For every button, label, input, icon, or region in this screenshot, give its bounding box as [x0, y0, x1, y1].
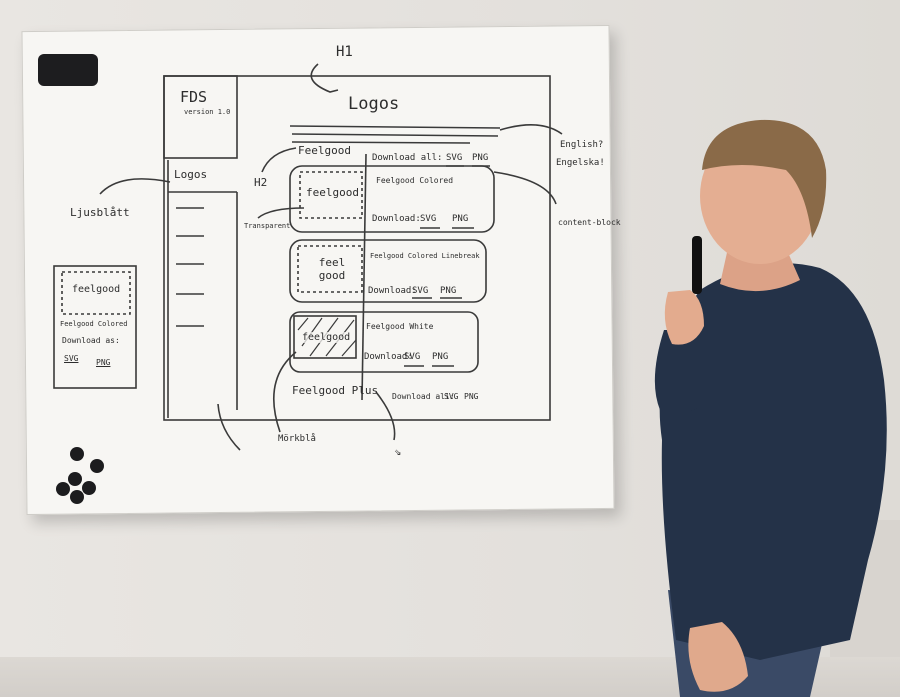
- sample-card-logo: feelgood: [72, 284, 121, 295]
- row-png: PNG: [432, 352, 449, 362]
- magnet: [68, 472, 82, 486]
- row-download: Download:: [368, 286, 417, 296]
- plus-png: PNG: [464, 392, 479, 401]
- sidebar-nav-label: Logos: [174, 168, 208, 181]
- ljusblatt-note: Ljusblått: [70, 206, 130, 219]
- sidebar-version: version 1.0: [184, 108, 231, 116]
- plus-download: Download all:: [392, 392, 455, 401]
- row-name: Feelgood White: [366, 322, 434, 331]
- sidebar-nav-column: [167, 160, 238, 418]
- sample-card-box: [53, 265, 137, 389]
- row-3-box: [289, 311, 479, 373]
- plus-svg: SVG: [444, 392, 459, 401]
- sample-card-name: Feelgood Colored: [60, 320, 128, 328]
- h2-annotation: H2: [254, 176, 268, 189]
- sample-card-download: Download as:: [62, 336, 120, 345]
- whiteboard-eraser: [38, 54, 98, 86]
- magnet: [82, 481, 96, 495]
- section-heading: Feelgood: [298, 144, 351, 157]
- row-logo-text: feelgood: [306, 186, 359, 199]
- row-2-box: [289, 239, 487, 303]
- sample-card-svg: SVG: [64, 354, 79, 363]
- person-hair: [702, 119, 827, 238]
- row-name: Feelgood Colored: [376, 176, 454, 185]
- english-note: English?: [560, 140, 604, 150]
- download-all-label: Download all:: [372, 153, 443, 163]
- row-logo-text: feelgood: [302, 332, 351, 343]
- morkbla-note: Mörkblå: [278, 434, 316, 444]
- row-name: Feelgood Colored Linebreak: [370, 252, 480, 260]
- content-block-note: content-block: [558, 218, 621, 227]
- row-png: PNG: [440, 286, 457, 296]
- row-svg: SVG: [412, 286, 429, 296]
- magnet: [70, 447, 84, 461]
- plus-heading: Feelgood Plus: [292, 384, 379, 397]
- row-download: Download:: [372, 214, 421, 224]
- h1-annotation: H1: [336, 44, 353, 60]
- page-title: Logos: [348, 94, 400, 114]
- row-logo-text: feel good: [318, 256, 346, 282]
- person-sweater: [659, 263, 887, 660]
- row-png: PNG: [452, 214, 469, 224]
- sidebar-title: FDS: [180, 88, 208, 106]
- magnet: [56, 482, 70, 496]
- person-hand: [688, 622, 748, 692]
- english-note: Engelska!: [556, 158, 605, 168]
- row-1-box: [289, 165, 495, 233]
- row-svg: SVG: [420, 214, 437, 224]
- download-all-svg: SVG: [446, 153, 463, 163]
- sample-card-png: PNG: [96, 358, 111, 367]
- magnet: [70, 490, 84, 504]
- transparent-note: Transparent: [244, 222, 291, 230]
- arrow-note: ⇘: [394, 444, 402, 458]
- pen: [692, 236, 702, 294]
- magnet: [90, 459, 104, 473]
- sidebar-header-box: [163, 75, 238, 159]
- page-frame: [163, 75, 551, 421]
- download-all-png: PNG: [472, 153, 489, 163]
- row-download: Download:: [364, 352, 413, 362]
- row-svg: SVG: [404, 352, 421, 362]
